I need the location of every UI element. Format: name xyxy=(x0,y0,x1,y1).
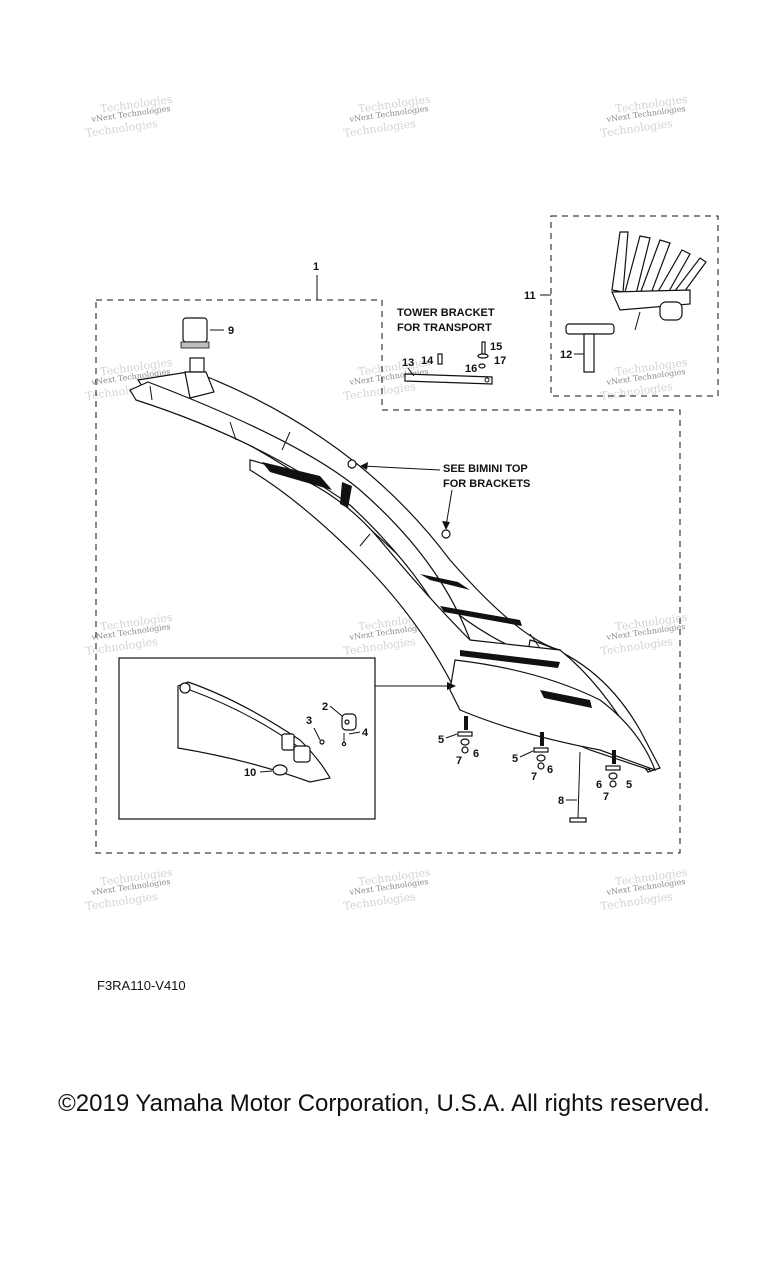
callout-7c: 7 xyxy=(603,791,609,803)
callout-6a: 6 xyxy=(473,748,479,760)
callout-5a: 5 xyxy=(438,734,444,746)
callout-2: 2 xyxy=(322,701,328,713)
watermark: Technologies vNext Technologies Technolo… xyxy=(343,866,432,913)
end-cap xyxy=(180,317,210,373)
watermark: Technologies vNext Technologies Technolo… xyxy=(343,93,432,140)
bimini-arrow xyxy=(445,489,453,527)
board-rack xyxy=(565,231,707,373)
callout-9: 9 xyxy=(228,325,234,337)
watermark: Technologies vNext Technologies Technolo… xyxy=(600,866,689,913)
callout-leader xyxy=(348,731,361,735)
tower-frame xyxy=(129,371,661,773)
callout-14: 14 xyxy=(421,355,434,367)
callout-1: 1 xyxy=(313,261,319,273)
callout-leader xyxy=(407,367,415,377)
callout-leader xyxy=(445,733,458,739)
callout-6c: 6 xyxy=(596,779,602,791)
callout-17: 17 xyxy=(494,355,506,367)
callout-11: 11 xyxy=(524,290,536,302)
callout-10: 10 xyxy=(244,767,256,779)
callout-3: 3 xyxy=(306,715,312,727)
callout-16: 16 xyxy=(465,363,477,375)
detail-inset xyxy=(118,657,376,820)
arrow-head xyxy=(442,521,450,530)
callout-leader xyxy=(259,770,273,773)
board-rack-box xyxy=(550,215,719,397)
bimini-arrow xyxy=(361,465,441,471)
callout-12: 12 xyxy=(560,349,572,361)
callout-13: 13 xyxy=(402,357,414,369)
callout-5b: 5 xyxy=(512,753,518,765)
arrow-head xyxy=(360,462,368,470)
callout-7a: 7 xyxy=(456,755,462,767)
callout-6b: 6 xyxy=(547,764,553,776)
callout-7b: 7 xyxy=(531,771,537,783)
callout-4: 4 xyxy=(362,727,369,739)
callout-leader xyxy=(313,727,321,741)
callout-15: 15 xyxy=(490,341,502,353)
watermark: Technologies vNext Technologies Technolo… xyxy=(600,611,689,658)
watermark: Technologies vNext Technologies Technolo… xyxy=(600,93,689,140)
bimini-note: SEE BIMINI TOP xyxy=(443,463,528,475)
bimini-note-2: FOR BRACKETS xyxy=(443,478,530,490)
tower-bracket-note-2: FOR TRANSPORT xyxy=(397,322,492,334)
arrow-head xyxy=(447,682,456,690)
figure-code: F3RA110-V410 xyxy=(97,978,186,993)
detail-panel xyxy=(177,681,357,783)
foot-fasteners xyxy=(457,716,621,823)
watermark: Technologies vNext Technologies Technolo… xyxy=(85,866,174,913)
watermark: Technologies vNext Technologies Technolo… xyxy=(85,93,174,140)
callout-leader xyxy=(519,750,534,758)
copyright-notice: ©2019 Yamaha Motor Corporation, U.S.A. A… xyxy=(58,1090,710,1117)
tower-bracket-note: TOWER BRACKET xyxy=(397,307,495,319)
tower-bracket xyxy=(404,341,493,385)
callout-8: 8 xyxy=(558,795,564,807)
callout-5c: 5 xyxy=(626,779,632,791)
callout-leader xyxy=(329,705,343,717)
assembly-boundary xyxy=(95,299,681,854)
